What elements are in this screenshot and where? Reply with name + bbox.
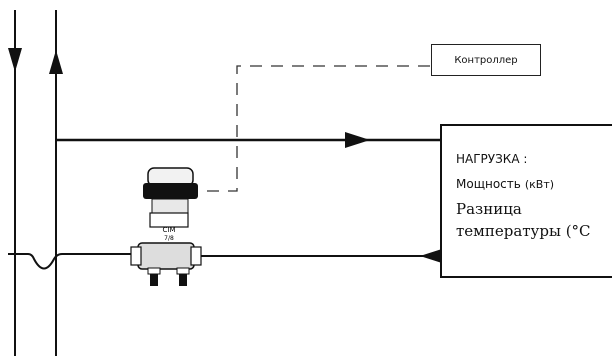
down-arrow-icon xyxy=(8,48,22,72)
valve-bonnet xyxy=(149,212,189,228)
actuator-band xyxy=(143,183,198,199)
control-valve: CIM 7/8 xyxy=(130,167,202,286)
valve-left-test-cap xyxy=(150,274,158,286)
valve-right-port xyxy=(190,246,202,266)
actuator-neck xyxy=(151,198,189,214)
valve-model-text: 7/8 xyxy=(164,235,174,242)
valve-brand-text: CIM xyxy=(163,226,176,234)
load-temp-label-line2: температуры (°C xyxy=(456,222,591,240)
load-title: НАГРУЗКА : xyxy=(456,152,528,166)
supply-flow-arrow-icon xyxy=(345,132,370,148)
load-power-unit: (кВт) xyxy=(524,178,555,191)
valve-left-port xyxy=(130,246,142,266)
valve-body xyxy=(137,242,195,270)
valve-left-test-point xyxy=(147,267,161,275)
valve-right-test-point xyxy=(176,267,190,275)
return-pipe xyxy=(8,253,440,270)
load-power-label: Мощность xyxy=(456,177,521,191)
controller-label: Контроллер xyxy=(454,54,518,66)
load-temp-label-line1: Разница xyxy=(456,200,522,218)
control-signal-line xyxy=(186,65,431,192)
load-box xyxy=(440,124,612,278)
valve-right-test-cap xyxy=(179,274,187,286)
return-flow-arrow-icon xyxy=(420,248,445,264)
controller-box: Контроллер xyxy=(431,44,541,76)
load-power-row: Мощность(кВт) xyxy=(456,177,554,191)
up-arrow-icon xyxy=(49,50,63,74)
